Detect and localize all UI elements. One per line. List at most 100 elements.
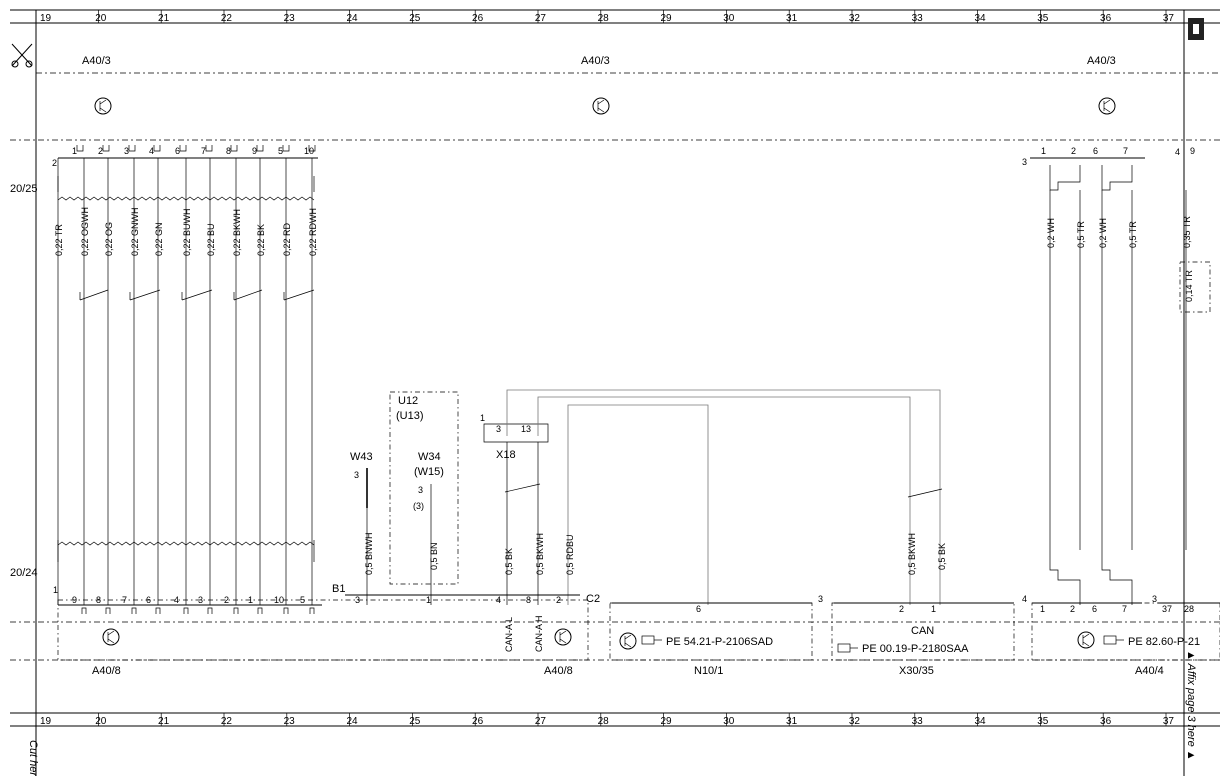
ruler-number: 22 (221, 13, 233, 24)
c2-pin-8: 8 (526, 595, 531, 605)
a40-8-label-right: A40/8 (544, 665, 573, 677)
twist-marker (181, 289, 213, 301)
u12-label: U12 (398, 395, 418, 407)
wire-label: 0,22 OGWH (80, 207, 90, 256)
reference-hand-icon (837, 643, 858, 653)
x30-ref: PE 00.19-P-2180SAA (862, 643, 969, 655)
wire-label: 0,22 GN (154, 222, 164, 256)
ruler-number: 29 (660, 716, 672, 727)
ruler-number: 34 (974, 716, 986, 727)
ruler-number: 34 (974, 13, 986, 24)
w43-pin: 3 (354, 470, 359, 480)
bottom-pin-6: 6 (146, 595, 151, 605)
wire-label: 0,22 BUWH (182, 208, 192, 256)
x30-pin-1: 1 (931, 604, 936, 614)
ruler-number: 27 (535, 716, 547, 727)
can-a-h-label: CAN-A H (534, 615, 544, 652)
connector-number: 2 (52, 158, 57, 168)
affix-page-label: ▲ Affix page 3 here ▲ (1185, 650, 1197, 761)
mid-pin: 1 (426, 595, 431, 605)
bottom-pin-5: 5 (300, 595, 305, 605)
pin-socket (105, 607, 111, 614)
ruler-number: 24 (346, 13, 358, 24)
ruler-number: 37 (1163, 716, 1175, 727)
ruler-number: 24 (346, 716, 358, 727)
pin-socket (131, 607, 137, 614)
bottom-pin-3: 3 (198, 595, 203, 605)
a40-8-conn: 1 (53, 585, 58, 595)
x30-pin-2: 2 (899, 604, 904, 614)
ruler-number: 30 (723, 716, 735, 727)
wire-label-bk: 0,5 BK (504, 548, 514, 575)
wire-label: 0,22 GNWH (130, 207, 140, 256)
pin-socket (153, 145, 161, 152)
reference-hand-icon (641, 635, 662, 645)
w15-label: (W15) (414, 466, 444, 478)
ruler-number: 31 (786, 13, 798, 24)
wire-label-bn: 0,5 BN (429, 542, 439, 570)
wire-label-x30-bkwh: 0,5 BKWH (907, 533, 917, 575)
a40-4-pin-b: 28 (1184, 604, 1194, 614)
scissors-icon (11, 43, 33, 68)
transistor-icon (1098, 97, 1116, 115)
w34-pin: 3 (418, 485, 423, 495)
top-pin-6: 6 (175, 146, 180, 156)
c2-pin-2: 2 (556, 595, 561, 605)
a40-4-pin-1: 1 (1040, 604, 1045, 614)
ruler-number: 23 (284, 716, 296, 727)
transistor-icon (94, 97, 112, 115)
transistor-icon (1077, 631, 1095, 649)
ruler-number: 20 (95, 716, 107, 727)
a40-4-pin-6: 6 (1092, 604, 1097, 614)
right-conn-3: 3 (1022, 157, 1027, 167)
wire-label: 0,2 WH (1098, 218, 1108, 248)
pin-socket (283, 607, 289, 614)
ruler-number: 27 (535, 13, 547, 24)
pin-socket (183, 607, 189, 614)
wire-label: 0,22 RD (282, 222, 292, 256)
wire-label: 0,2 WH (1046, 218, 1056, 248)
bottom-pin-1: 1 (248, 595, 253, 605)
right-pin-6: 6 (1093, 146, 1098, 156)
pin-socket (256, 145, 264, 152)
ruler-number: 23 (284, 13, 296, 24)
pin-socket (233, 607, 239, 614)
module-label-a40-3-left: A40/3 (82, 55, 111, 67)
pin-socket (155, 607, 161, 614)
ruler-number: 36 (1100, 716, 1112, 727)
ruler-number: 35 (1037, 13, 1049, 24)
pin-socket (179, 145, 187, 152)
b1-label: B1 (332, 583, 345, 595)
x18-pin-3: 3 (496, 424, 501, 434)
ruler-number: 19 (40, 716, 52, 727)
twist-marker (79, 289, 109, 301)
ruler-number: 22 (221, 716, 233, 727)
ruler-number: 21 (158, 13, 170, 24)
ruler-number: 28 (598, 13, 610, 24)
wire-label: 0,5 TR (1128, 221, 1138, 248)
reference-hand-icon (1103, 635, 1124, 645)
corner-marker-icon (1188, 18, 1204, 40)
right-pin-2: 2 (1071, 146, 1076, 156)
n10-label: N10/1 (694, 665, 723, 677)
a40-4-conn-b: 3 (1152, 594, 1157, 604)
c2-label: C2 (586, 593, 600, 605)
bottom-pin-9: 9 (72, 595, 77, 605)
right-conn-4: 4 (1175, 147, 1180, 157)
wire-label-014tr: 0,14 TR (1184, 270, 1194, 302)
module-label-a40-3-center: A40/3 (581, 55, 610, 67)
n10-pin: 6 (696, 604, 701, 614)
ruler-number: 31 (786, 716, 798, 727)
ruler-number: 19 (40, 13, 52, 24)
a40-4-pin-b: 37 (1162, 604, 1172, 614)
x30-can-label: CAN (911, 625, 934, 637)
pin-socket (76, 145, 84, 152)
top-pin-5: 5 (278, 146, 283, 156)
bottom-pin-2: 2 (224, 595, 229, 605)
a40-4-ref: PE 82.60-P-21 (1128, 636, 1200, 648)
wire-label: 0,22 BKWH (232, 209, 242, 256)
reference-top: 20/25 (10, 183, 38, 195)
can-a-l-label: CAN-A L (504, 617, 514, 652)
pin-socket (128, 145, 136, 152)
